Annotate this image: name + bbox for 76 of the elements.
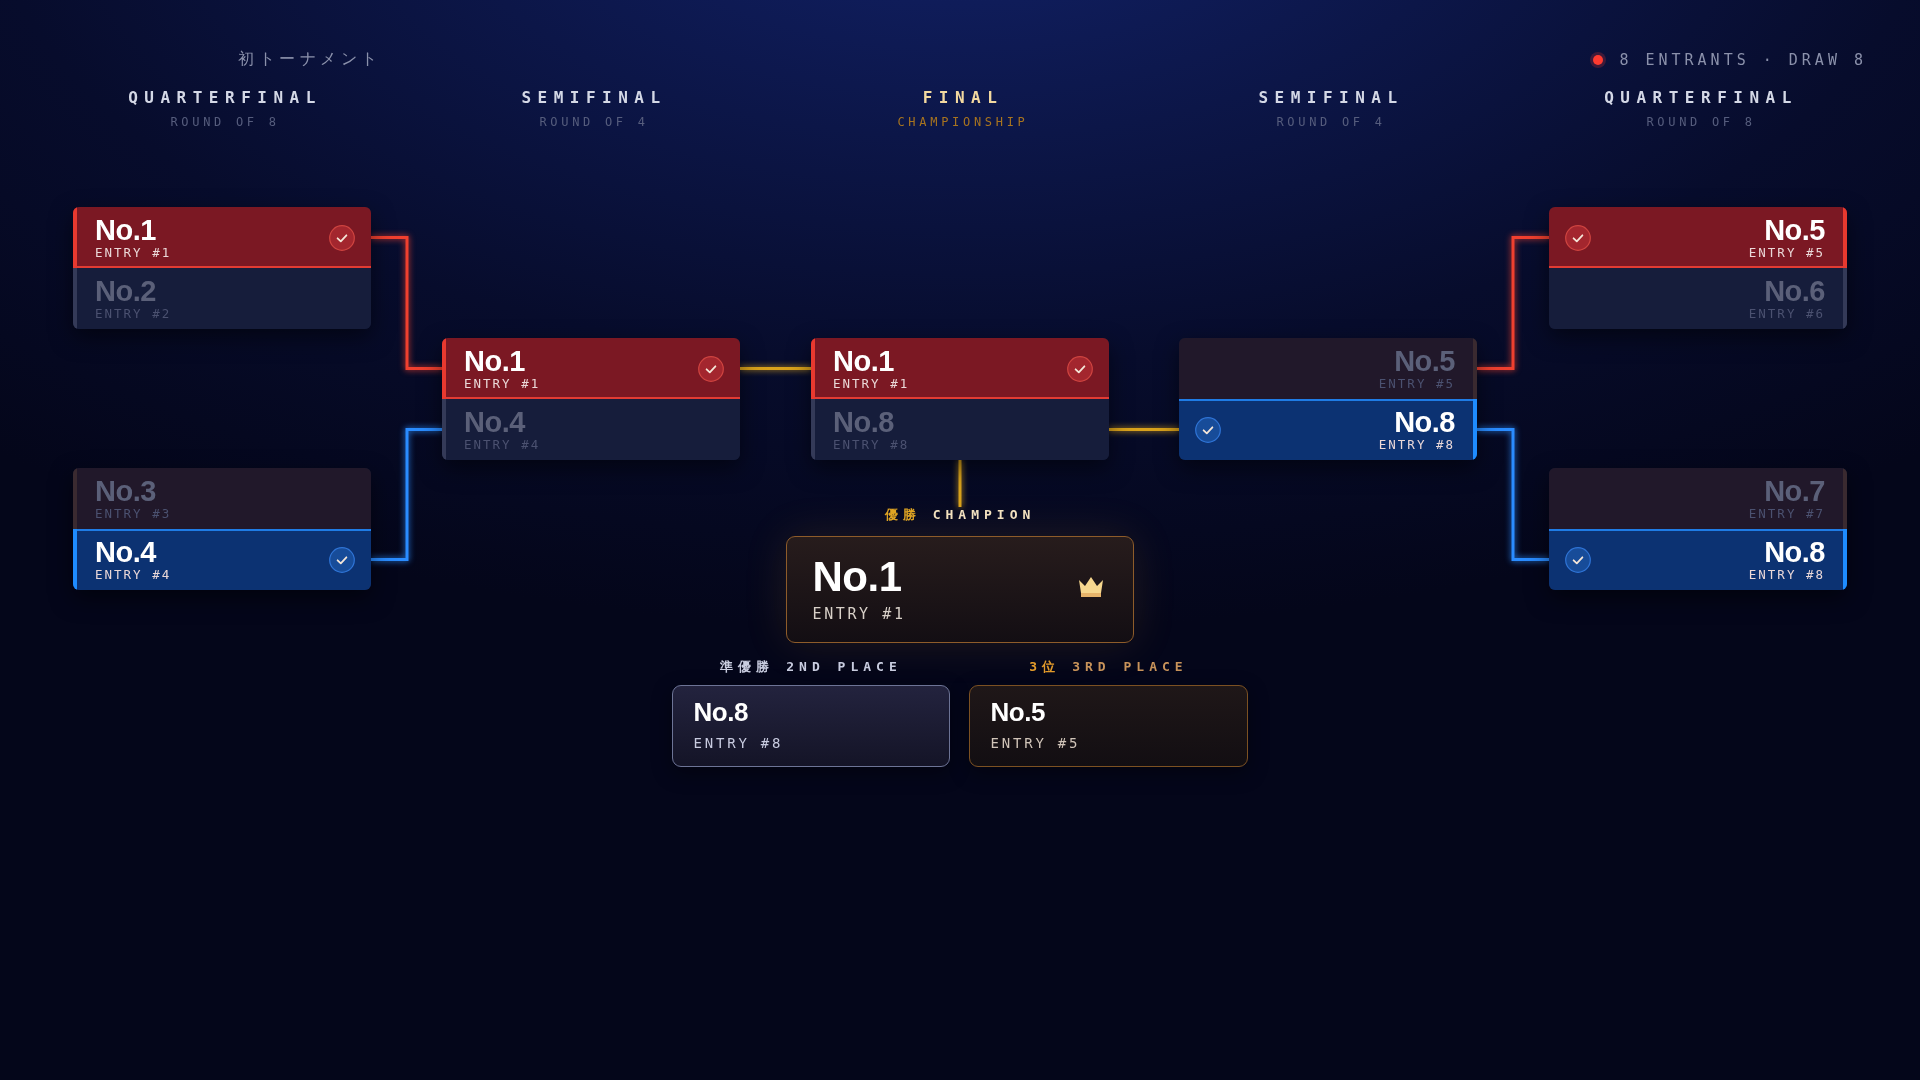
entrant-number: No.4: [95, 537, 156, 567]
round-subtitle: CHAMPIONSHIP: [897, 115, 1029, 129]
entry-label: ENTRY #7: [1748, 507, 1825, 521]
match-card: [1549, 468, 1847, 590]
entrant-row: [1179, 338, 1477, 399]
round-title: SEMIFINAL: [521, 88, 667, 108]
entrant-number: No.7: [1764, 476, 1825, 506]
entrant-row: [811, 399, 1109, 460]
round-subtitle: ROUND OF 4: [1276, 115, 1386, 129]
entry-label: ENTRY #1: [95, 246, 172, 260]
round-subtitle: ROUND OF 8: [1646, 115, 1756, 129]
entry-label: ENTRY #1: [812, 605, 906, 623]
winner-row: [73, 207, 371, 268]
round-title: SEMIFINAL: [1258, 88, 1404, 108]
entry-label: ENTRY #1: [833, 377, 910, 391]
entry-label: ENTRY #8: [1378, 438, 1455, 452]
match-card: [1179, 338, 1477, 460]
match-card: [73, 468, 371, 590]
match-card: [442, 338, 740, 460]
winner-row: [442, 338, 740, 399]
entrant-row: [1549, 268, 1847, 329]
entry-label: ENTRY #5: [990, 734, 1081, 751]
bracket-line: [371, 428, 442, 561]
entrant-number: No.8: [693, 698, 748, 726]
entrant-number: No.8: [833, 407, 894, 437]
entrant-number: No.6: [1764, 276, 1825, 306]
entrant-number: No.1: [833, 346, 894, 376]
bracket-line: [1477, 236, 1549, 370]
round-subtitle: ROUND OF 4: [539, 115, 649, 129]
entry-label: ENTRY #1: [464, 377, 541, 391]
entrant-number: No.8: [1764, 537, 1825, 567]
entry-label: ENTRY #5: [1748, 246, 1825, 260]
bracket-line: [1477, 428, 1549, 561]
tournament-title: 初トーナメント: [238, 49, 382, 69]
entry-label: ENTRY #3: [95, 507, 172, 521]
round-title: QUARTERFINAL: [128, 88, 322, 108]
entrant-number: No.5: [1394, 346, 1455, 376]
match-card: [73, 207, 371, 329]
winner-row: [1549, 529, 1847, 590]
rank-label: 優勝: [884, 507, 921, 523]
round-subtitle: ROUND OF 8: [170, 115, 280, 129]
winner-row: [73, 529, 371, 590]
entrant-row: [442, 399, 740, 460]
entrant-number: No.1: [812, 555, 902, 599]
entrant-number: No.5: [990, 698, 1045, 726]
entry-label: ENTRY #5: [1378, 377, 1455, 391]
placement-heading: CHAMPION: [932, 507, 1036, 523]
entrant-number: No.5: [1764, 215, 1825, 245]
entrant-number: No.1: [95, 215, 156, 245]
bracket-line: [371, 236, 442, 370]
round-title: QUARTERFINAL: [1604, 88, 1798, 108]
round-title: FINAL: [922, 88, 1004, 108]
entrant-number: No.4: [464, 407, 525, 437]
entry-label: ENTRY #8: [1748, 568, 1825, 582]
entrant-row: [73, 268, 371, 329]
entrant-count: 8 ENTRANTS · DRAW 8: [1619, 51, 1867, 69]
entrant-row: [1549, 468, 1847, 529]
placement-heading: 2ND PLACE: [786, 659, 902, 675]
match-card: [1549, 207, 1847, 329]
bracket-line: [1109, 428, 1179, 431]
placement-heading: 3RD PLACE: [1072, 659, 1188, 675]
bracket-line: [740, 367, 811, 370]
match-card: [811, 338, 1109, 460]
entrant-number: No.1: [464, 346, 525, 376]
rank-label: 準優勝: [720, 659, 775, 675]
entrant-row: [73, 468, 371, 529]
entrant-number: No.3: [95, 476, 156, 506]
entry-label: ENTRY #8: [693, 734, 784, 751]
entry-label: ENTRY #4: [95, 568, 172, 582]
bracket-line: [958, 460, 962, 507]
rank-label: 3位: [1029, 659, 1061, 675]
winner-row: [1549, 207, 1847, 268]
entrant-number: No.8: [1394, 407, 1455, 437]
winner-row: [811, 338, 1109, 399]
entrant-number: No.2: [95, 276, 156, 306]
winner-row: [1179, 399, 1477, 460]
